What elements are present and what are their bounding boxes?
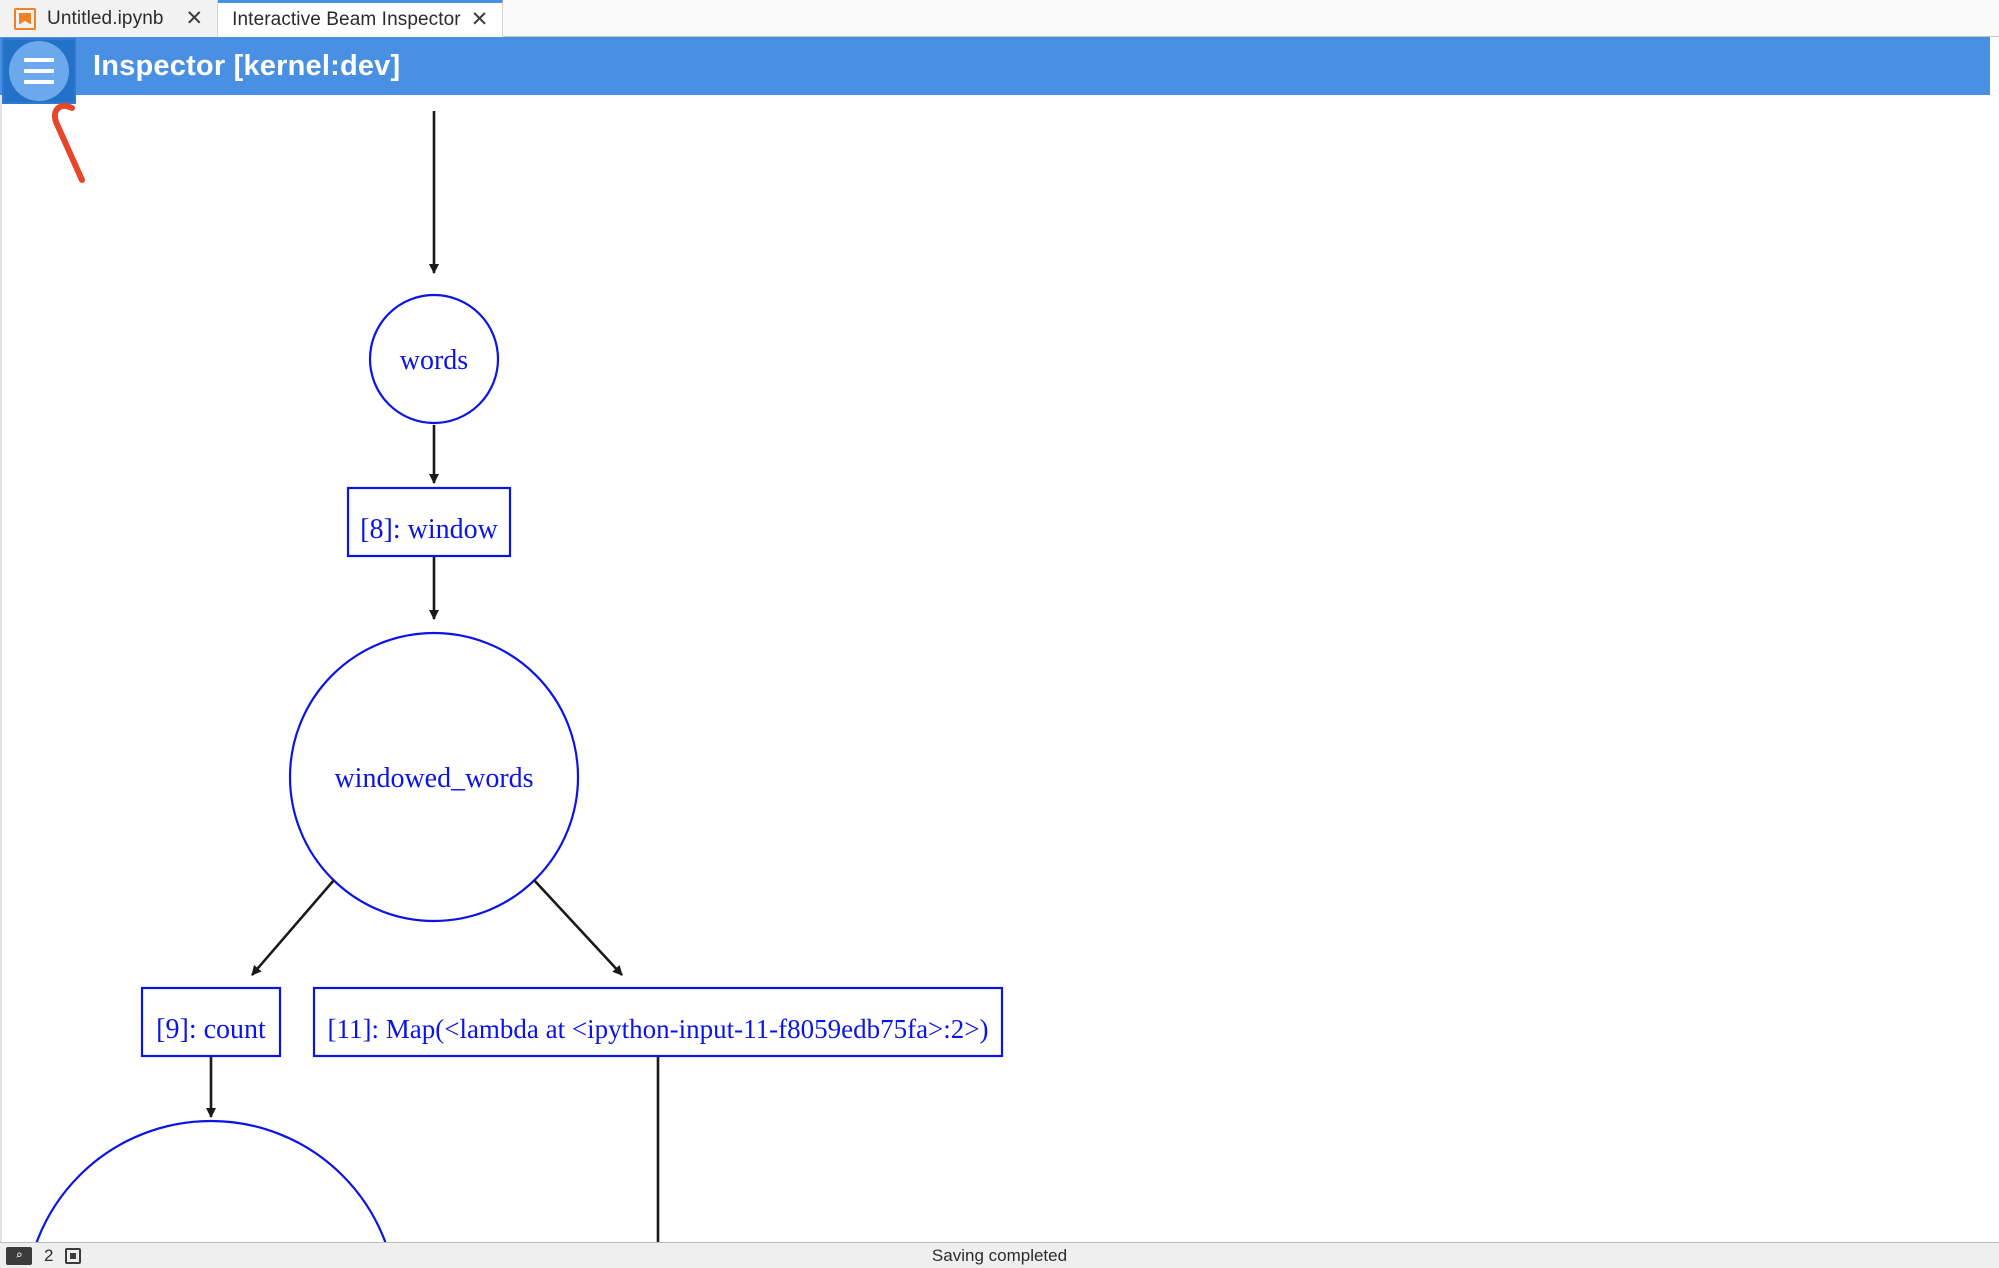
terminal-icon[interactable]: ⌕: [6, 1246, 32, 1265]
edge-windowedwords-map: [533, 879, 623, 976]
tab-label: Untitled.ipynb: [47, 7, 164, 29]
graph-node-windowed-word-counts[interactable]: windowed_word_counts: [25, 1119, 397, 1243]
cpu-chip-icon[interactable]: [65, 1247, 82, 1264]
inspector-header: Inspector [kernel:dev]: [0, 37, 1990, 95]
graph-node-window[interactable]: [8]: window: [346, 486, 512, 558]
hamburger-icon: [9, 41, 69, 101]
close-icon[interactable]: ✕: [470, 8, 489, 31]
graph-node-label: [11]: Map(<lambda at <ipython-input-11-f…: [328, 1014, 989, 1044]
tab-label: Interactive Beam Inspector: [232, 8, 461, 30]
graph-node-count[interactable]: [9]: count: [140, 986, 282, 1058]
graph-node-label: windowed_words: [334, 763, 533, 794]
graph-node-words[interactable]: words: [368, 293, 500, 425]
edge-windowedwords-count: [251, 879, 335, 976]
graph-node-label: words: [400, 345, 468, 376]
tab-untitled-ipynb[interactable]: Untitled.ipynb ✕: [0, 0, 219, 37]
graph-node-label: [8]: window: [360, 514, 498, 545]
graph-svg: words [8]: window windowed_words: [25, 111, 1004, 1243]
close-icon[interactable]: ✕: [185, 7, 204, 30]
tab-bar: Untitled.ipynb ✕ Interactive Beam Inspec…: [0, 0, 1999, 37]
tab-bar-empty-area: [503, 0, 1999, 36]
tab-interactive-beam-inspector[interactable]: Interactive Beam Inspector ✕: [218, 0, 504, 37]
status-bar: ⌕ 2 Saving completed: [0, 1242, 1999, 1268]
beam-pipeline-graph[interactable]: words [8]: window windowed_words: [0, 95, 1999, 1243]
kernel-count: 2: [44, 1245, 54, 1265]
status-bar-left: ⌕ 2: [0, 1245, 82, 1266]
graph-node-windowed-words[interactable]: windowed_words: [288, 631, 580, 923]
page-title: Inspector [kernel:dev]: [93, 49, 401, 82]
menu-toggle-button[interactable]: [2, 38, 76, 104]
graph-node-label: [9]: count: [156, 1014, 266, 1045]
notebook-icon: [14, 7, 36, 30]
graph-node-map[interactable]: [11]: Map(<lambda at <ipython-input-11-f…: [312, 986, 1004, 1058]
status-message: Saving completed: [931, 1245, 1068, 1265]
